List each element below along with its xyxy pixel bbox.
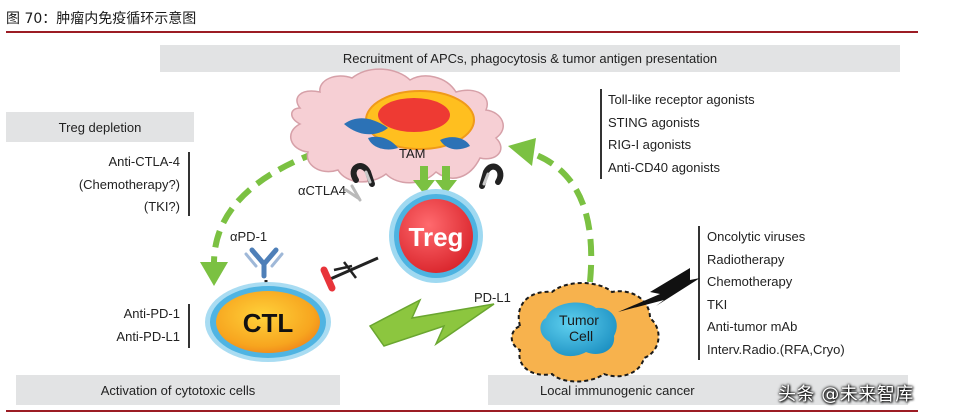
list-item: Anti-tumor mAb — [707, 319, 798, 334]
apd1-antibody-icon — [244, 247, 284, 279]
treg-list-bracket — [188, 152, 190, 216]
organelle-shape — [344, 118, 388, 135]
ctl-list-bracket — [188, 304, 190, 348]
tumor-therapy-list: Oncolytic viruses Radiotherapy Chemother… — [707, 226, 845, 361]
pdl1-label: PD-L1 — [474, 290, 511, 305]
list-item: Interv.Radio.(RFA,Cryo) — [707, 341, 845, 357]
tam-list-bracket — [600, 89, 602, 179]
list-item: TKI — [707, 296, 728, 312]
list-item: Oncolytic viruses — [707, 229, 806, 244]
list-item: Anti-PD-1 — [123, 306, 180, 321]
arrow-tam-to-treg-1 — [413, 166, 435, 194]
treg-therapy-list: Anti-CTLA-4 (Chemotherapy?) (TKI?) — [0, 151, 180, 219]
list-item: (Chemotherapy?) — [78, 176, 180, 192]
list-item: Anti-CTLA-4 — [108, 154, 180, 169]
lightning-bolt-icon — [368, 298, 495, 347]
treg-label: Treg — [409, 222, 464, 252]
ctl-therapy-list: Anti-PD-1 Anti-PD-L1 — [0, 303, 180, 348]
tumor-label-line2: Cell — [569, 328, 593, 344]
activation-box: Activation of cytotoxic cells — [16, 375, 340, 405]
ctl-cell: CTL — [205, 282, 331, 362]
apd1-label: αPD-1 — [230, 229, 267, 244]
treg-depletion-box: Treg depletion — [6, 112, 194, 142]
dashed-arrow-tumor-to-tam — [508, 138, 595, 283]
tam-therapy-list: Toll-like receptor agonists STING agonis… — [608, 89, 755, 179]
actla4-antibody-icon — [344, 184, 362, 202]
organelle-shape — [440, 137, 470, 150]
list-item: RIG-I agonists — [608, 137, 692, 152]
list-item: Anti-PD-L1 — [116, 328, 180, 344]
tumor-cell: Tumor Cell — [510, 282, 660, 383]
therapy-lightning-icon — [618, 268, 700, 312]
list-item: STING agonists — [608, 114, 700, 130]
receptor-icon-left — [350, 163, 375, 187]
list-item: Anti-CD40 agonists — [608, 159, 720, 175]
watermark: 头条 @未来智库 — [778, 384, 914, 405]
list-item: (TKI?) — [143, 199, 180, 214]
dashed-arrow-tam-to-ctl — [200, 149, 320, 286]
treg-cell: Treg — [389, 189, 483, 283]
bottom-rule — [6, 410, 918, 412]
list-item: Toll-like receptor agonists — [608, 92, 755, 107]
figure-title: 图 70：肿瘤内免疫循环示意图 — [6, 11, 197, 27]
tumor-list-bracket — [698, 226, 700, 360]
top-rule — [6, 31, 918, 33]
organelle-shape — [368, 136, 398, 150]
tam-cell: TAM — [290, 68, 504, 184]
local-immunogenic-label: Local immunogenic cancer — [540, 382, 695, 398]
recruitment-box: Recruitment of APCs, phagocytosis & tumo… — [160, 45, 900, 72]
list-item: Chemotherapy — [707, 274, 793, 289]
list-item: Radiotherapy — [707, 251, 785, 267]
receptor-icon-right — [479, 163, 504, 189]
ctl-label: CTL — [243, 308, 294, 338]
local-immunogenic-box: Local immunogenic cancer — [488, 375, 908, 405]
arrow-tam-to-treg-2 — [435, 166, 457, 194]
tumor-label-line1: Tumor — [559, 312, 599, 328]
inhibition-treg-to-ctl — [320, 256, 379, 292]
tam-label: TAM — [399, 146, 425, 161]
actla4-label: αCTLA4 — [298, 183, 346, 198]
